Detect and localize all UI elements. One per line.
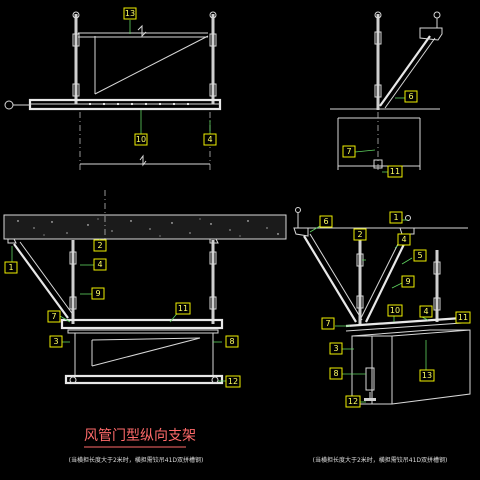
tag-bl-2: 2 (93, 239, 107, 252)
tag-bl-9: 9 (91, 287, 105, 300)
note-right: (当横担长度大于2米时，横担需铰吊41D双拼槽钢) (313, 456, 448, 464)
tag-bl-1: 1 (4, 261, 18, 274)
svg-text:12: 12 (348, 397, 358, 406)
svg-text:11: 11 (458, 313, 468, 322)
tag-br-4b: 4 (419, 305, 433, 318)
tag-br-6: 6 (319, 215, 333, 228)
slab-specks (17, 218, 279, 237)
tag-tl-4: 4 (203, 133, 217, 146)
tag-bl-12: 12 (225, 375, 241, 388)
tag-bl-11: 11 (175, 302, 191, 315)
view-top-right: 6 7 11 (330, 11, 443, 178)
tag-bl-3: 3 (49, 335, 63, 348)
svg-text:9: 9 (405, 277, 410, 286)
tag-br-13: 13 (419, 369, 435, 382)
view-top-left: 13 10 4 (4, 7, 222, 170)
note-left: (当横担长度大于2米时，横担需铰吊41D双拼槽钢) (69, 456, 204, 464)
tag-br-10: 10 (387, 304, 403, 317)
svg-text:7: 7 (51, 312, 56, 321)
concrete-slab (3, 214, 287, 240)
tag-tl-10: 10 (134, 133, 148, 146)
view-bottom-left: 2 4 1 9 7 11 3 8 12 (3, 190, 287, 388)
svg-text:13: 13 (125, 9, 135, 18)
tag-br-5: 5 (413, 249, 427, 262)
svg-text:4: 4 (97, 260, 102, 269)
svg-text:11: 11 (390, 167, 400, 176)
svg-text:4: 4 (423, 307, 428, 316)
svg-text:8: 8 (229, 337, 234, 346)
svg-text:3: 3 (333, 344, 338, 353)
tag-br-11: 11 (455, 311, 471, 324)
tag-br-8: 8 (329, 367, 343, 380)
svg-text:2: 2 (357, 230, 362, 239)
svg-text:7: 7 (346, 147, 351, 156)
tag-br-12: 12 (345, 395, 361, 408)
tag-br-3: 3 (329, 342, 343, 355)
svg-text:3: 3 (53, 337, 58, 346)
tag-tr-7: 7 (342, 145, 356, 158)
svg-text:12: 12 (228, 377, 238, 386)
svg-text:1: 1 (393, 213, 398, 222)
svg-text:7: 7 (325, 319, 330, 328)
tag-bl-8: 8 (225, 335, 239, 348)
svg-text:9: 9 (95, 289, 100, 298)
tag-br-2: 2 (353, 228, 367, 241)
tag-br-1: 1 (389, 211, 403, 224)
drawing-title: 风管门型纵向支架 (84, 428, 196, 444)
svg-text:11: 11 (178, 304, 188, 313)
svg-text:4: 4 (207, 135, 212, 144)
tag-tr-11: 11 (387, 165, 403, 178)
channel-dots (88, 102, 190, 106)
svg-text:5: 5 (417, 251, 422, 260)
svg-text:2: 2 (97, 241, 102, 250)
view-bottom-right: 6 2 1 4 5 9 7 10 4 11 3 8 13 12 (293, 207, 471, 408)
tag-tr-6: 6 (404, 90, 418, 103)
tag-br-9: 9 (401, 275, 415, 288)
svg-text:10: 10 (390, 306, 400, 315)
tag-bl-7: 7 (47, 310, 61, 323)
svg-text:1: 1 (8, 263, 13, 272)
svg-text:13: 13 (422, 371, 432, 380)
svg-text:6: 6 (323, 217, 328, 226)
tag-tl-13: 13 (123, 7, 137, 20)
tag-bl-4: 4 (93, 258, 107, 271)
svg-text:10: 10 (136, 135, 146, 144)
svg-text:8: 8 (333, 369, 338, 378)
svg-text:4: 4 (401, 235, 406, 244)
svg-text:6: 6 (408, 92, 413, 101)
tag-br-7: 7 (321, 317, 335, 330)
tag-br-4: 4 (397, 233, 411, 246)
